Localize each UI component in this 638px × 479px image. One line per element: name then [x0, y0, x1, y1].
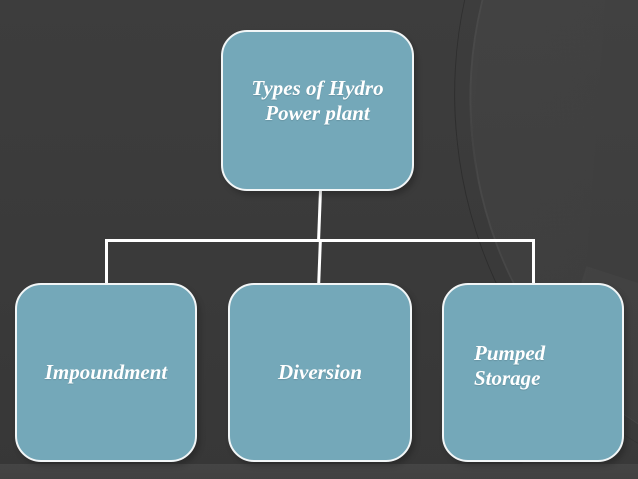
- node-pumped-storage-label-line2: Storage: [474, 365, 541, 390]
- node-root-label-line1: Types of Hydro: [251, 76, 384, 100]
- node-root-label-line2: Power plant: [265, 100, 370, 125]
- node-root-text: Types of Hydro Power plant: [251, 76, 383, 126]
- node-pumped-storage-text: Pumped Storage: [474, 341, 592, 391]
- connector-drop-pumped-storage: [532, 239, 535, 287]
- node-pumped-storage-label-line1: Pumped: [474, 341, 546, 365]
- node-root-types-of-hydro-power-plant[interactable]: Types of Hydro Power plant: [221, 30, 414, 191]
- node-impoundment-label: Impoundment: [44, 360, 168, 385]
- node-impoundment[interactable]: Impoundment: [15, 283, 197, 462]
- connector-drop-impoundment: [105, 239, 108, 287]
- node-pumped-storage[interactable]: Pumped Storage: [442, 283, 624, 462]
- background-bottom-band: [0, 464, 638, 479]
- node-diversion-label: Diversion: [278, 360, 362, 385]
- node-diversion[interactable]: Diversion: [228, 283, 412, 462]
